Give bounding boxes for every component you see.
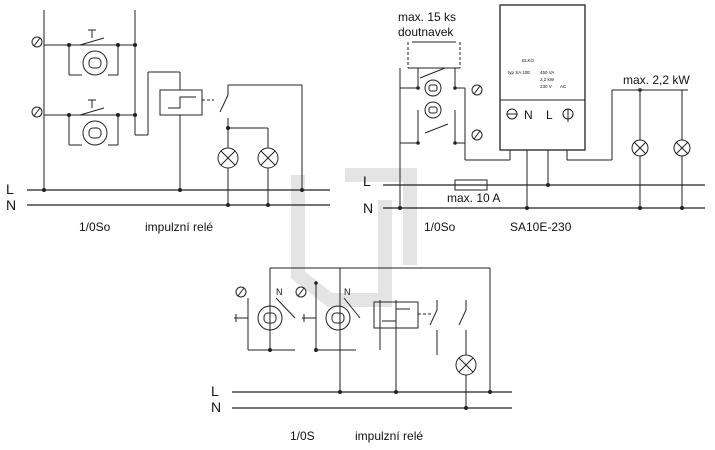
d1-caption-switch: 1/0So — [79, 220, 111, 234]
d1-switch-1 — [44, 29, 137, 76]
d2-device-brand: ELKO — [522, 58, 535, 63]
d2-bracket — [407, 41, 461, 69]
d2-sa10e-device: ELKO typ SA 10E 450 VA 2,2 kW 230 V AC N… — [499, 4, 586, 151]
d2-note-doutnavek: doutnavek — [398, 25, 454, 39]
d3-caption-relay: impulzní relé — [355, 429, 423, 443]
diagram-1-impulse-relay: L N — [6, 10, 330, 234]
d2-device-spec-4: AC — [560, 84, 567, 89]
d2-note-max-ks: max. 15 ks — [398, 10, 456, 24]
d1-label-L: L — [6, 181, 14, 197]
d3-relay-contact — [429, 268, 492, 394]
d3-switch-1: N — [234, 286, 296, 352]
d3-switch-2: N — [295, 281, 361, 352]
d2-label-L: L — [363, 173, 371, 189]
d2-note-fuse: max. 10 A — [447, 191, 500, 205]
d3-label-N: N — [211, 399, 221, 415]
d3-lamp-icon — [455, 354, 477, 410]
d2-lamp-2-icon — [673, 90, 691, 210]
d1-lamp-1-icon — [217, 128, 239, 207]
diagram-3-impulse-relay: L N N N — [211, 267, 512, 443]
d2-device-spec-3: 230 V — [540, 84, 552, 89]
d3-label-L: L — [211, 383, 219, 399]
d2-indicator-1-icon — [471, 84, 483, 96]
d2-fuse-icon — [454, 179, 488, 191]
d1-relay-contact — [219, 84, 304, 192]
d2-device-term-N: N — [524, 108, 533, 122]
d3-sw2-N: N — [344, 287, 351, 297]
d3-caption-switch: 1/0S — [290, 429, 315, 443]
d2-switch-2 — [400, 101, 465, 145]
d2-device-term-L: L — [546, 108, 553, 122]
d2-switch-1 — [400, 67, 465, 97]
d1-lamp-2-icon — [257, 128, 279, 207]
d1-relay-coil — [135, 71, 214, 192]
d1-indicator-2-icon — [31, 106, 43, 118]
d2-lamp-1-icon — [631, 88, 649, 210]
d2-caption-switch: 1/0So — [424, 220, 456, 234]
diagram-2-sa10e: L N max. 15 ks doutnavek — [363, 4, 705, 234]
d2-caption-device: SA10E-230 — [510, 220, 572, 234]
d2-device-spec-1: 450 VA — [540, 70, 554, 75]
d3-sw1-N: N — [276, 287, 283, 297]
d3-relay-coil — [373, 300, 432, 394]
d2-device-output-terminal-icon — [562, 108, 574, 122]
d1-label-N: N — [6, 197, 16, 213]
watermark-logo — [291, 168, 417, 307]
d2-indicator-2-icon — [471, 129, 483, 141]
d2-note-power: max. 2,2 kW — [623, 73, 690, 87]
d1-switch-2 — [44, 99, 137, 146]
d2-device-type: typ SA 10E — [508, 70, 530, 75]
d1-caption-relay: impulzní relé — [145, 220, 213, 234]
d2-label-N: N — [363, 200, 373, 216]
d1-indicator-1-icon — [31, 36, 43, 48]
d2-device-spec-2: 2,2 kW — [540, 77, 555, 82]
